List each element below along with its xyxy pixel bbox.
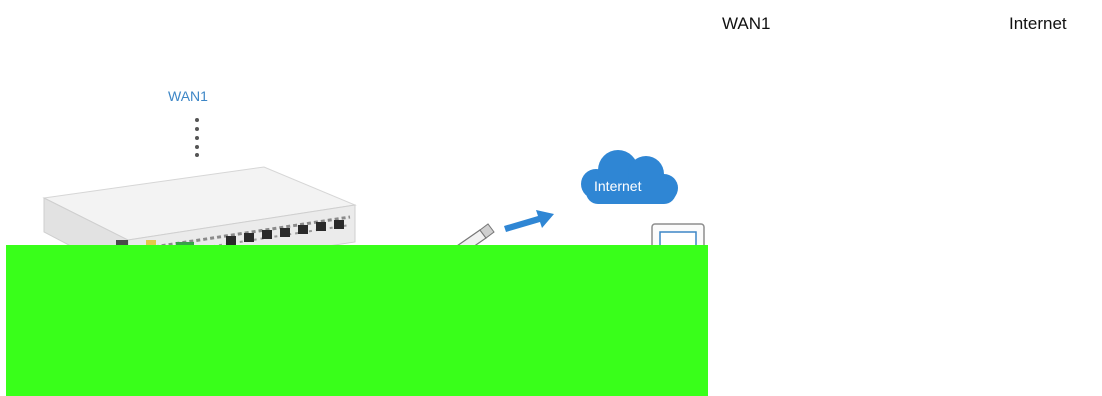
redaction-overlay: [6, 245, 708, 396]
wan1-heading: WAN1: [722, 14, 771, 34]
internet-cloud-icon: [581, 150, 678, 204]
wan1-label: WAN1: [168, 88, 208, 104]
arrow-to-internet: [504, 210, 554, 232]
wan-dotted-line: [195, 118, 199, 157]
internet-heading: Internet: [1009, 14, 1067, 34]
internet-cloud-label: Internet: [594, 178, 641, 194]
